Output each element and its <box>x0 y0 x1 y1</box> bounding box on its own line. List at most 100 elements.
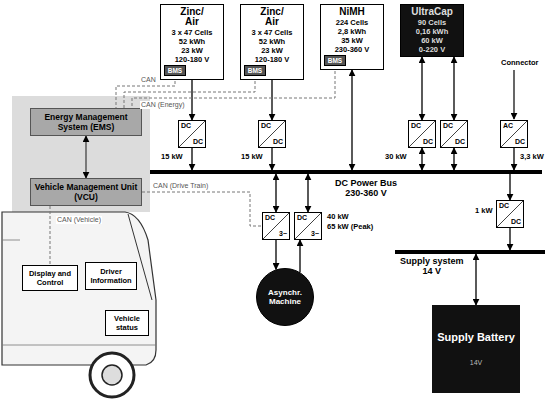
machine-circle: Asynchr. Machine <box>256 268 314 326</box>
connector-arrow <box>513 70 514 119</box>
power-line <box>299 240 300 272</box>
storage-spec: 230-360 V <box>323 45 381 54</box>
converter-label: DC <box>273 138 283 146</box>
storage-spec: 52 kWh <box>243 37 301 46</box>
converter-label: DC <box>193 138 203 146</box>
grey-panel <box>12 96 150 212</box>
converter-box: DCDC <box>440 120 468 148</box>
power-line <box>453 148 454 170</box>
bus-label: 14 V <box>400 266 464 276</box>
converter-label: DC <box>181 122 191 130</box>
power-line <box>453 57 454 120</box>
storage-name: NiMH <box>323 7 381 17</box>
storage-spec: 120-180 V <box>163 55 221 64</box>
diagonal-line <box>441 121 467 147</box>
storage-spec: 0-220 V <box>403 45 461 54</box>
storage-spec: 90 Cells <box>403 18 461 27</box>
power-line <box>275 240 276 269</box>
power-line <box>307 174 308 212</box>
converter-box: DCDC <box>178 120 206 148</box>
power-line <box>509 228 510 250</box>
storage-spec: 52 kWh <box>163 37 221 46</box>
wheel-hub <box>102 365 122 385</box>
converter-box: DC 3~ <box>294 212 322 240</box>
storage-box: UltraCap90 Cells0,16 kWh60 kW0-220 V <box>400 4 464 57</box>
bus-label-group: Supply system14 V <box>400 256 464 276</box>
storage-spec: 0,16 kWh <box>403 27 461 36</box>
storage-spec: 23 kW <box>163 46 221 55</box>
can-label: CAN <box>140 76 157 84</box>
power-label: 65 kW (Peak) <box>326 222 374 231</box>
management-label: Vehicle Management Unit (VCU) <box>34 182 138 202</box>
management-text: Energy Management System (EMS) <box>34 112 138 132</box>
diagonal-line <box>263 213 289 239</box>
machine-fill <box>257 269 314 326</box>
can-line <box>50 206 51 265</box>
cab-label: Display and Control <box>25 269 75 287</box>
truck-body <box>2 212 156 365</box>
diagonal-line <box>179 121 205 147</box>
storage-name: UltraCap <box>403 7 461 17</box>
converter-label: DC <box>515 138 525 146</box>
diagonal-line <box>295 213 321 239</box>
converter-label: DC <box>499 202 509 210</box>
converter-label: DC <box>411 122 421 130</box>
converter-label: 3~ <box>311 230 319 238</box>
wheel <box>90 353 134 397</box>
diagonal-line <box>259 121 285 147</box>
storage-spec: 3 x 47 Cells <box>163 28 221 37</box>
converter-box: ACDC <box>500 120 528 148</box>
converter-label: DC <box>261 122 271 130</box>
bms-label: BMS <box>245 66 265 75</box>
storage-spec: 3 x 47 Cells <box>243 28 301 37</box>
converter-label: DC <box>443 122 453 130</box>
bus-label: DC Power Bus <box>335 178 397 188</box>
power-label: Connector <box>500 58 540 67</box>
converter-label: DC <box>265 214 275 222</box>
power-line <box>351 70 352 170</box>
cab-label: Driver Information <box>88 267 134 285</box>
storage-name: Zinc/ Air <box>175 7 209 27</box>
bms-box: BMS <box>324 55 346 66</box>
management-box: Energy Management System (EMS) <box>30 108 142 136</box>
battery-name: Supply Battery <box>437 331 515 344</box>
management-box: Vehicle Management Unit (VCU) <box>30 178 142 206</box>
cab-box: Display and Control <box>22 265 78 291</box>
converter-label: 3~ <box>279 230 287 238</box>
converter-box: DCDC <box>408 120 436 148</box>
storage-spec: 224 Cells <box>323 18 381 27</box>
storage-spec: 120-180 V <box>243 55 301 64</box>
power-label: 30 kW <box>384 152 408 161</box>
can-line <box>124 76 255 108</box>
diagonal-line <box>501 121 527 147</box>
power-line <box>191 80 192 120</box>
cab-box: Driver Information <box>85 262 137 290</box>
power-label: 40 kW <box>326 212 350 221</box>
machine-label: Asynchr. Machine <box>262 288 308 306</box>
converter-label: DC <box>455 138 465 146</box>
power-line <box>475 254 476 305</box>
cab-box: Vehicle status <box>105 310 149 336</box>
management-text: Vehicle Management Unit (VCU) <box>34 182 138 202</box>
converter-box: DC 3~ <box>262 212 290 240</box>
storage-spec: 2,8 kWh <box>323 27 381 36</box>
bms-box: BMS <box>164 65 186 76</box>
converter-box: DCDC <box>496 200 524 228</box>
converter-box: DCDC <box>258 120 286 148</box>
storage-box: NiMH224 Cells2,8 kWh35 kW230-360 VBMS <box>320 4 384 70</box>
bus-label: Supply system <box>400 256 464 266</box>
storage-spec: 60 kW <box>403 36 461 45</box>
power-line <box>513 148 514 170</box>
power-line <box>271 80 272 120</box>
power-line <box>421 148 422 170</box>
power-label: 1 kW <box>474 206 494 215</box>
can-label: CAN (Energy) <box>140 101 186 109</box>
can-label: CAN (Drive Train) <box>152 182 209 190</box>
converter-label: DC <box>297 214 307 222</box>
converter-label: DC <box>511 218 521 226</box>
bms-box: BMS <box>244 65 266 76</box>
management-label: Energy Management System (EMS) <box>34 112 138 132</box>
bms-label: BMS <box>165 66 185 75</box>
storage-spec: 35 kW <box>323 36 381 45</box>
